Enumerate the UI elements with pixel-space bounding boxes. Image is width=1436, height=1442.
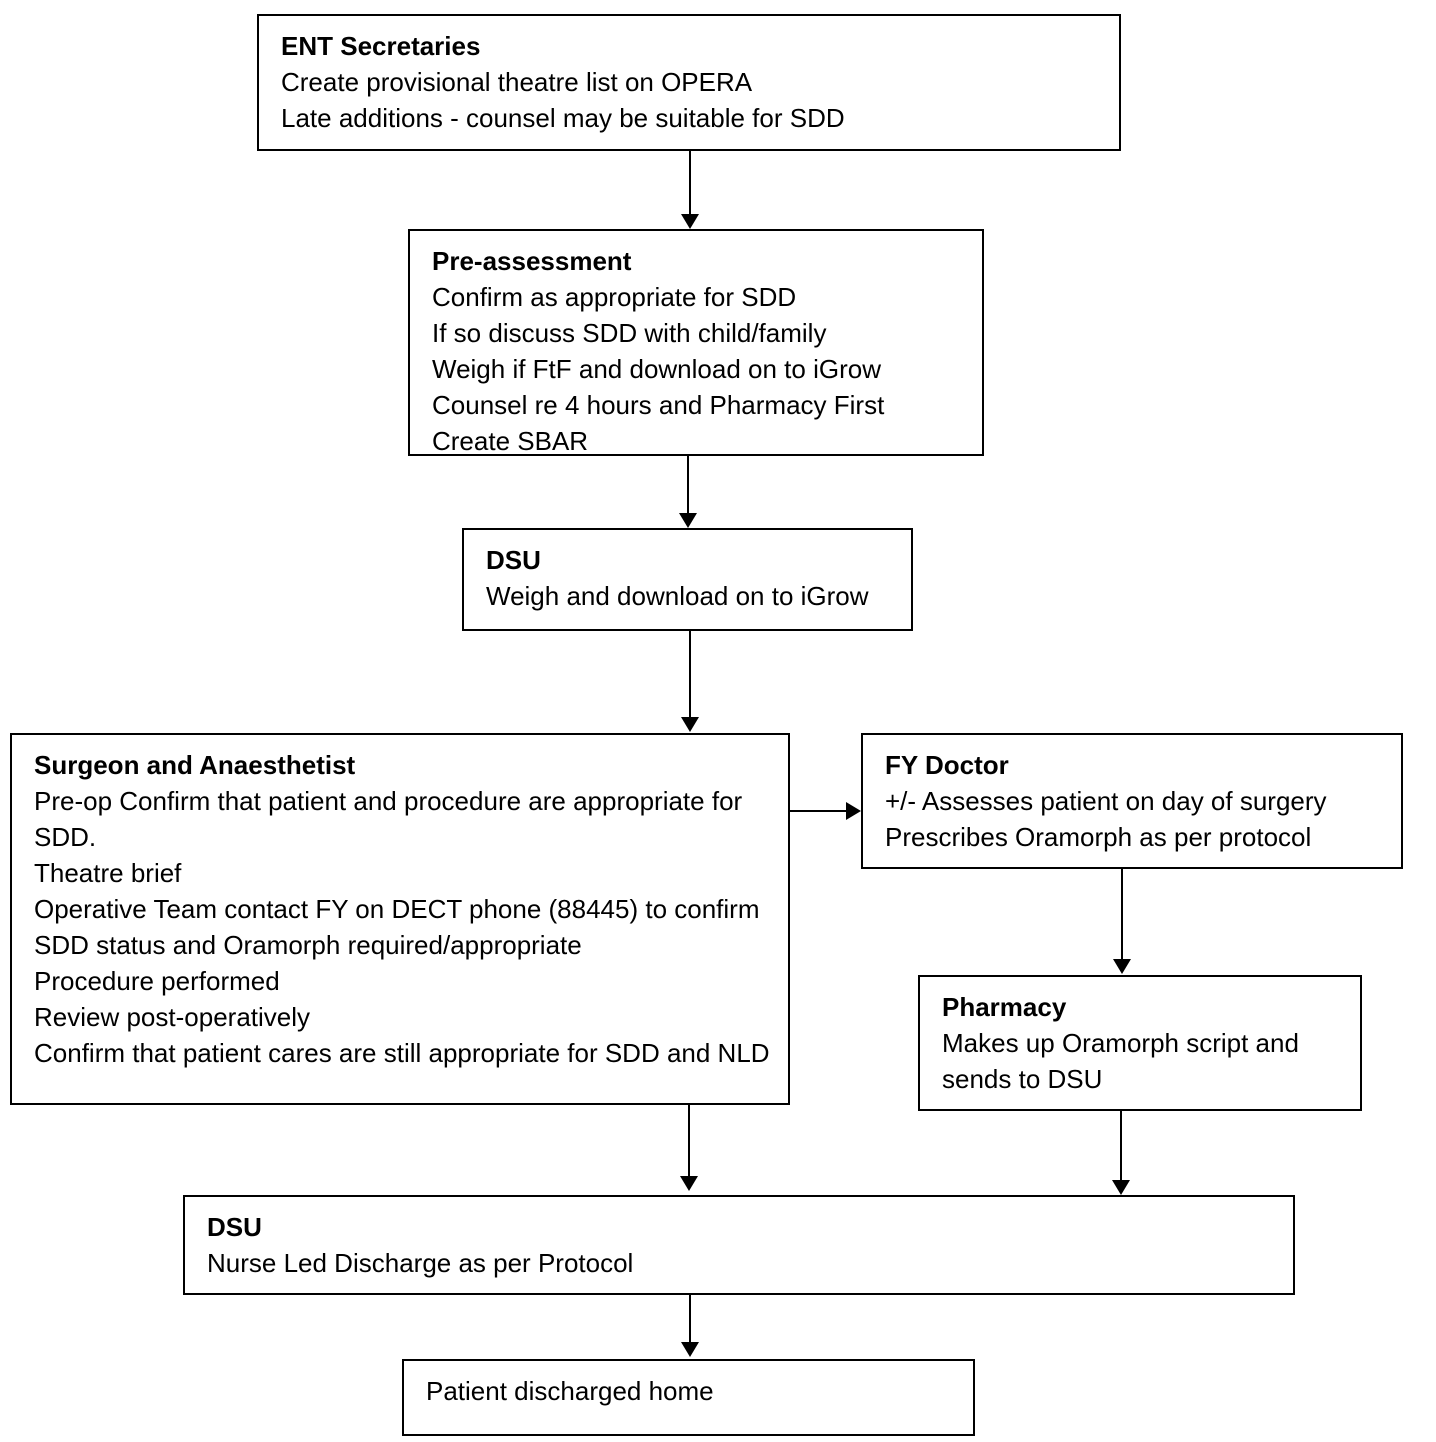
node-line: Counsel re 4 hours and Pharmacy First [432,390,885,420]
node-line: +/- Assesses patient on day of surgery [885,786,1327,816]
node-ent-secretaries: ENT Secretaries Create provisional theat… [257,14,1121,151]
arrow-dsu-to-surgeon-head [681,717,699,732]
arrow-dsudischarge-to-home-head [681,1342,699,1357]
node-title: Surgeon and Anaesthetist [34,750,356,780]
node-line: Confirm as appropriate for SDD [432,282,797,312]
node-fy-doctor: FY Doctor +/- Assesses patient on day of… [861,733,1403,869]
arrow-ent-to-preassessment-line [689,150,691,215]
node-line: Nurse Led Discharge as per Protocol [207,1248,634,1278]
node-line: Operative Team contact FY on DECT phone … [34,894,760,960]
node-line: Create provisional theatre list on OPERA [281,67,753,97]
node-line: Weigh and download on to iGrow [486,581,869,611]
node-title: ENT Secretaries [281,31,481,61]
node-dsu-discharge: DSU Nurse Led Discharge as per Protocol [183,1195,1295,1295]
node-line: Theatre brief [34,858,182,888]
node-dsu-weigh: DSU Weigh and download on to iGrow [462,528,913,631]
node-line: Create SBAR [432,426,589,456]
arrow-ent-to-preassessment-head [681,214,699,229]
node-line: Review post-operatively [34,1002,311,1032]
arrow-dsudischarge-to-home-line [689,1295,691,1343]
node-line: Procedure performed [34,966,280,996]
node-line: Weigh if FtF and download on to iGrow [432,354,881,384]
node-line: Late additions - counsel may be suitable… [281,103,845,133]
arrow-dsu-to-surgeon-line [689,631,691,718]
node-patient-discharged-home: Patient discharged home [402,1359,975,1436]
node-title: Pre-assessment [432,246,632,276]
node-line: Makes up Oramorph script and sends to DS… [942,1028,1299,1094]
arrow-surgeon-to-fydoctor-line [790,810,848,812]
node-surgeon-anaesthetist: Surgeon and Anaesthetist Pre-op Confirm … [10,733,790,1105]
node-line: If so discuss SDD with child/family [432,318,827,348]
arrow-pharmacy-to-dsudischarge-line [1120,1111,1122,1181]
node-title: FY Doctor [885,750,1009,780]
node-line: Confirm that patient cares are still app… [34,1038,770,1068]
arrow-preassessment-to-dsu-line [687,456,689,514]
node-line: Pre-op Confirm that patient and procedur… [34,786,743,852]
node-title: DSU [486,545,541,575]
arrow-surgeon-to-fydoctor-head [846,802,861,820]
node-pre-assessment: Pre-assessment Confirm as appropriate fo… [408,229,984,456]
node-pharmacy: Pharmacy Makes up Oramorph script and se… [918,975,1362,1111]
node-line: Patient discharged home [426,1376,714,1406]
arrow-preassessment-to-dsu-head [679,513,697,528]
arrow-fydoctor-to-pharmacy-head [1113,959,1131,974]
arrow-pharmacy-to-dsudischarge-head [1112,1180,1130,1195]
arrow-fydoctor-to-pharmacy-line [1121,869,1123,960]
node-line: Prescribes Oramorph as per protocol [885,822,1312,852]
arrow-surgeon-to-dsudischarge-head [680,1176,698,1191]
node-title: Pharmacy [942,992,1067,1022]
arrow-surgeon-to-dsudischarge-line [688,1105,690,1177]
node-title: DSU [207,1212,262,1242]
